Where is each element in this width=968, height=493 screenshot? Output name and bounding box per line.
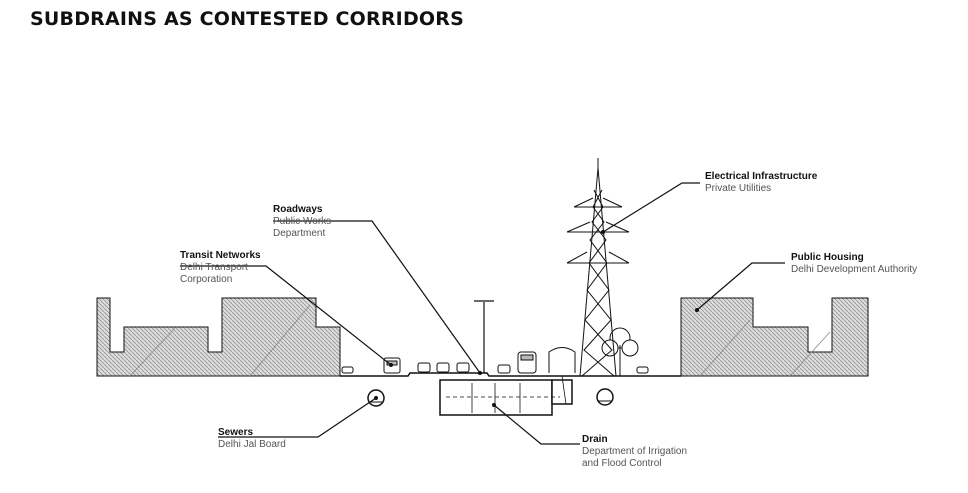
label-drain: Drain Department of Irrigation and Flood… <box>582 434 687 469</box>
ground-line <box>340 372 681 377</box>
label-roadways: Roadways Public Works Department <box>273 204 331 239</box>
tree <box>601 327 639 376</box>
street-lamp <box>474 300 494 373</box>
left-buildings <box>96 297 341 377</box>
label-transit-sub-1: Delhi Transport <box>180 262 248 273</box>
transmission-tower <box>566 158 630 377</box>
label-transit-title: Transit Networks <box>180 250 261 261</box>
label-sewers-sub: Delhi Jal Board <box>218 439 286 450</box>
vehicles <box>341 347 649 374</box>
label-drain-sub-2: and Flood Control <box>582 458 662 469</box>
drain-channel <box>439 375 573 416</box>
label-housing-title: Public Housing <box>791 252 864 263</box>
label-roadways-title: Roadways <box>273 204 323 215</box>
label-sewers: Sewers Delhi Jal Board <box>218 427 286 450</box>
page-title: SUBDRAINS AS CONTESTED CORRIDORS <box>30 8 464 30</box>
leader-lines <box>180 182 785 445</box>
label-electrical-sub: Private Utilities <box>705 183 771 194</box>
label-sewers-title: Sewers <box>218 427 253 438</box>
label-transit: Transit Networks Delhi Transport Corpora… <box>180 250 261 285</box>
label-housing-sub: Delhi Development Authority <box>791 264 917 275</box>
label-drain-title: Drain <box>582 434 608 445</box>
label-roadways-sub-1: Public Works <box>273 216 331 227</box>
label-roadways-sub-2: Department <box>273 228 325 239</box>
right-buildings <box>680 297 869 377</box>
label-transit-sub-2: Corporation <box>180 274 232 285</box>
label-drain-sub-1: Department of Irrigation <box>582 446 687 457</box>
label-housing: Public Housing Delhi Development Authori… <box>791 252 917 275</box>
label-electrical: Electrical Infrastructure Private Utilit… <box>705 171 818 194</box>
label-electrical-title: Electrical Infrastructure <box>705 171 818 182</box>
